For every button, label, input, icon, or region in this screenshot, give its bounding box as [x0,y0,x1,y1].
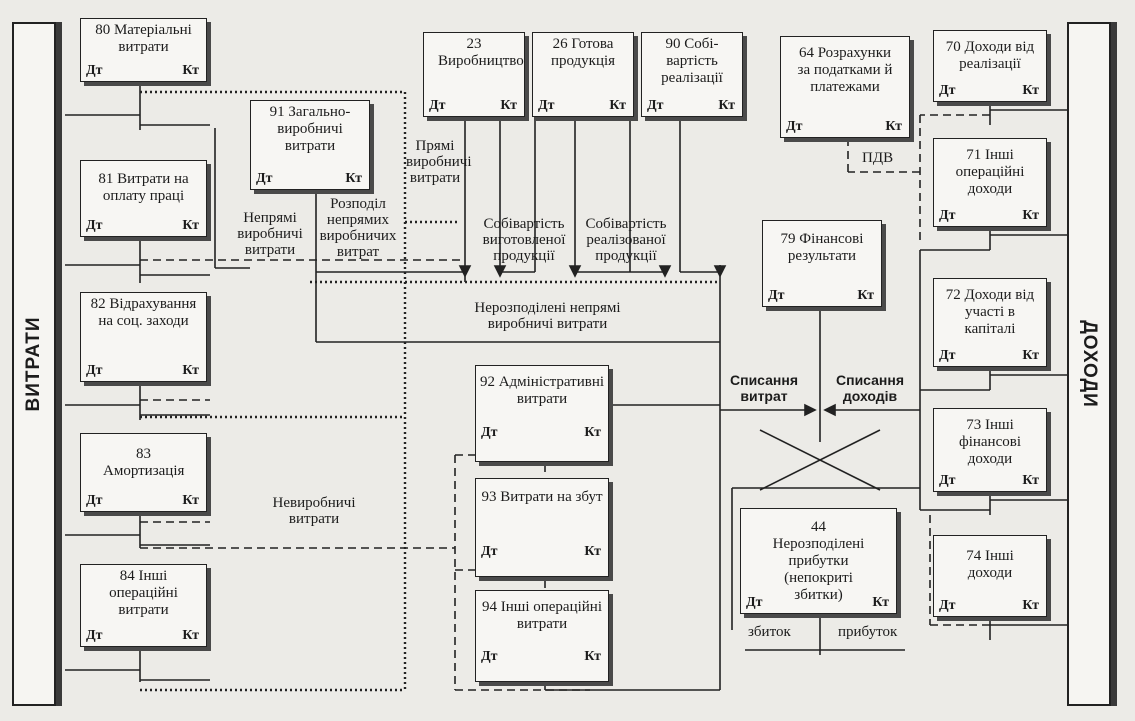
account-23-title: 23 Виробництво [438,36,524,69]
account-72-title: 72 Доходи від участі в капіталі [945,287,1035,337]
label-direct-costs: Прямі виробничі витрати [406,138,472,186]
debit-label: Дт [538,98,555,113]
account-90: 90 Собі-вартість реалізації Дт Кт [641,32,743,117]
account-23: 23 Виробництво Дт Кт [423,32,525,117]
account-84: 84 Інші операційні витрати Дт Кт [80,564,207,647]
debit-label: Дт [86,218,103,233]
debit-label: Дт [746,595,763,610]
credit-label: Кт [718,98,735,113]
credit-label: Кт [1022,83,1039,98]
account-91-title: 91 Загально-виробничі витрати [269,104,351,154]
account-83-title: 83 Амортизація [103,446,185,479]
account-44: 44 Нерозподілені прибутки (непокриті зби… [740,508,897,614]
label-loss: збиток [748,624,791,640]
credit-label: Кт [182,363,199,378]
account-71-title: 71 Інші операційні доходи [955,147,1025,197]
label-indirect-costs: Непрямі виробничі витрати [237,210,303,258]
credit-label: Кт [584,544,601,559]
account-94-title: 94 Інші операційні витрати [482,599,602,632]
debit-label: Дт [786,119,803,134]
debit-label: Дт [481,544,498,559]
account-93-title: 93 Витрати на збут [481,489,603,505]
account-90-title: 90 Собі-вартість реалізації [661,36,723,86]
account-70: 70 Доходи від реалізації Дт Кт [933,30,1047,102]
account-74: 74 Інші доходи Дт Кт [933,535,1047,617]
account-80-title: 80 Матеріальні витрати [95,22,192,55]
account-80: 80 Матеріальні витрати Дт Кт [80,18,207,82]
debit-label: Дт [939,598,956,613]
connector [759,429,881,491]
debit-label: Дт [256,171,273,186]
credit-label: Кт [885,119,902,134]
credit-label: Кт [872,595,889,610]
credit-label: Кт [182,218,199,233]
account-83: 83 Амортизація Дт Кт [80,433,207,512]
debit-label: Дт [939,208,956,223]
income-bar: ДОХОДИ [1067,22,1111,706]
label-profit: прибуток [838,624,898,640]
account-92: 92 Адміністративні витрати Дт Кт [475,365,609,462]
account-64: 64 Розрахунки за податками й платежами Д… [780,36,910,138]
account-26: 26 Готова продукція Дт Кт [532,32,634,117]
account-94: 94 Інші операційні витрати Дт Кт [475,590,609,682]
credit-label: Кт [1022,208,1039,223]
account-93: 93 Витрати на збут Дт Кт [475,478,609,577]
label-allocation: Розподіл непрямих виробничих витрат [319,196,397,260]
debit-label: Дт [647,98,664,113]
account-74-title: 74 Інші доходи [966,548,1014,581]
account-81: 81 Витрати на оплату праці Дт Кт [80,160,207,237]
label-vat: ПДВ [862,150,894,166]
expenses-bar: ВИТРАТИ [12,22,56,706]
debit-label: Дт [86,628,103,643]
debit-label: Дт [481,425,498,440]
income-bar-label: ДОХОДИ [1079,320,1100,408]
account-73: 73 Інші фінансові доходи Дт Кт [933,408,1047,492]
credit-label: Кт [182,628,199,643]
label-write-off-income: Списання доходів [836,372,904,404]
account-79: 79 Фінансові результати Дт Кт [762,220,882,307]
label-unallocated: Нерозподілені непрямі виробничі витрати [474,300,621,332]
credit-label: Кт [609,98,626,113]
account-84-title: 84 Інші операційні витрати [109,568,178,618]
account-44-title: 44 Нерозподілені прибутки (непокриті зби… [772,519,865,603]
account-81-title: 81 Витрати на оплату праці [98,171,189,204]
credit-label: Кт [182,63,199,78]
debit-label: Дт [768,288,785,303]
debit-label: Дт [481,649,498,664]
account-70-title: 70 Доходи від реалізації [945,39,1035,72]
credit-label: Кт [1022,473,1039,488]
expenses-bar-label: ВИТРАТИ [23,316,44,412]
label-cost-sold: Собівартість реалізованої продукції [585,216,667,264]
debit-label: Дт [86,493,103,508]
credit-label: Кт [500,98,517,113]
debit-label: Дт [86,363,103,378]
debit-label: Дт [939,83,956,98]
debit-label: Дт [429,98,446,113]
credit-label: Кт [182,493,199,508]
account-82: 82 Відрахування на соц. заходи Дт Кт [80,292,207,382]
account-79-title: 79 Фінансові результати [780,231,864,264]
debit-label: Дт [86,63,103,78]
debit-label: Дт [939,348,956,363]
credit-label: Кт [345,171,362,186]
credit-label: Кт [1022,598,1039,613]
debit-label: Дт [939,473,956,488]
account-64-title: 64 Розрахунки за податками й платежами [797,45,893,95]
credit-label: Кт [1022,348,1039,363]
label-write-off-costs: Списання витрат [730,372,798,404]
label-nonproduction: Невиробничі витрати [272,495,356,527]
credit-label: Кт [584,425,601,440]
account-82-title: 82 Відрахування на соц. заходи [90,296,197,329]
credit-label: Кт [584,649,601,664]
account-92-title: 92 Адміністративні витрати [479,374,605,407]
account-26-title: 26 Готова продукція [550,36,616,69]
account-71: 71 Інші операційні доходи Дт Кт [933,138,1047,227]
account-72: 72 Доходи від участі в капіталі Дт Кт [933,278,1047,367]
account-91: 91 Загально-виробничі витрати Дт Кт [250,100,370,190]
label-cost-manufactured: Собівартість виготовленої продукції [482,216,566,264]
account-73-title: 73 Інші фінансові доходи [958,417,1021,467]
credit-label: Кт [857,288,874,303]
